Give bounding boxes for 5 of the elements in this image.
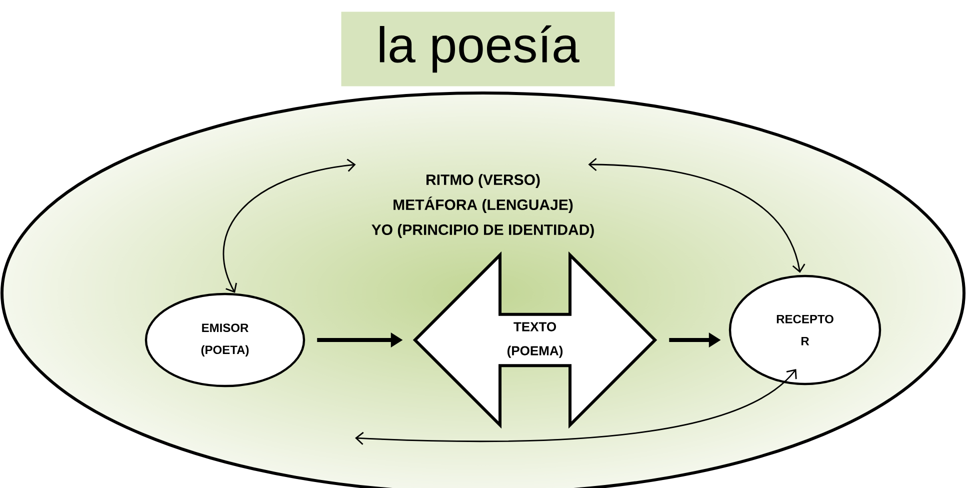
title-box: la poesía — [340, 10, 616, 88]
arrow — [588, 158, 806, 273]
concept-text: RITMO (VERSO) METÁFORA (LENGUAJE) YO (PRINCIPIO DE IDENTIDAD) — [372, 174, 594, 238]
ellipse-background — [0, 92, 966, 488]
arrow — [355, 368, 797, 445]
